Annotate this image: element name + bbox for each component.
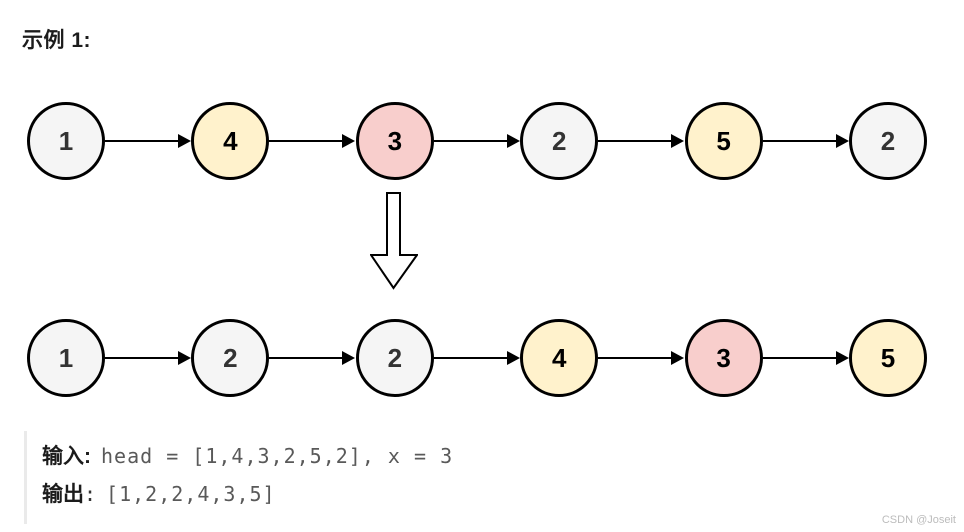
down-arrow-icon bbox=[370, 192, 418, 290]
arrow-right-icon bbox=[762, 102, 849, 180]
arrow-right-icon bbox=[269, 319, 356, 397]
output-label: 输出 bbox=[42, 483, 84, 506]
input-line: 输入: head = [1,4,3,2,5,2], x = 3 bbox=[42, 438, 453, 476]
arrow-right-icon bbox=[598, 102, 685, 180]
arrow-right-icon bbox=[762, 319, 849, 397]
list-node: 2 bbox=[355, 319, 434, 397]
list-node: 2 bbox=[520, 102, 599, 180]
list-node: 1 bbox=[27, 319, 105, 397]
input-label: 输入: bbox=[42, 445, 91, 468]
list-node: 5 bbox=[849, 319, 927, 397]
list-node: 3 bbox=[684, 319, 763, 397]
arrow-right-icon bbox=[105, 319, 191, 397]
example-title: 示例 1: bbox=[22, 29, 92, 52]
list-node: 5 bbox=[684, 102, 763, 180]
arrow-right-icon bbox=[433, 319, 520, 397]
arrow-right-icon bbox=[105, 102, 191, 180]
output-line: 输出: [1,2,2,4,3,5] bbox=[42, 476, 453, 514]
list-node: 4 bbox=[520, 319, 599, 397]
arrow-right-icon bbox=[269, 102, 356, 180]
watermark: CSDN @Joseit bbox=[881, 514, 956, 526]
list-node: 3 bbox=[355, 102, 434, 180]
arrow-right-icon bbox=[433, 102, 520, 180]
list-node: 2 bbox=[191, 319, 270, 397]
io-block: 输入: head = [1,4,3,2,5,2], x = 3 输出: [1,2,2… bbox=[24, 431, 453, 524]
list-node: 1 bbox=[27, 102, 105, 180]
input-value: head = [1,4,3,2,5,2], x = 3 bbox=[101, 444, 454, 468]
list-node: 2 bbox=[849, 102, 927, 180]
output-value: [1,2,2,4,3,5] bbox=[106, 482, 276, 506]
arrow-right-icon bbox=[598, 319, 685, 397]
output-colon: : bbox=[84, 482, 97, 506]
linked-list-after: 1 2 2 4 3 5 bbox=[0, 319, 964, 397]
list-node: 4 bbox=[191, 102, 270, 180]
linked-list-before: 1 4 3 2 5 2 bbox=[0, 102, 964, 180]
